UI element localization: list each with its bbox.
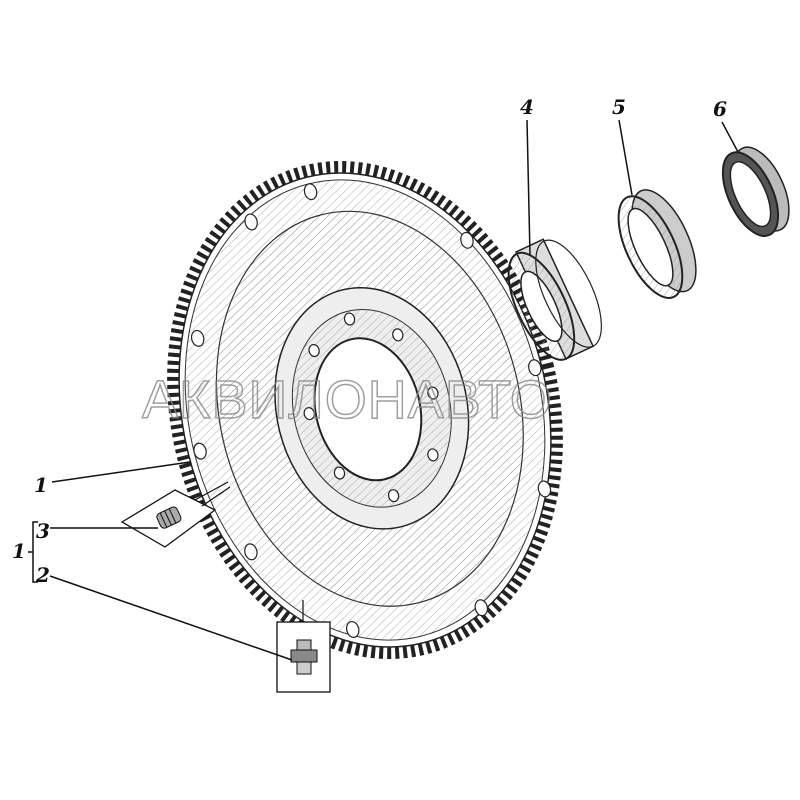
callout-6: 6	[713, 97, 727, 121]
callout-3: 3	[36, 519, 50, 543]
seal-part-6	[721, 146, 790, 237]
callout-1: 1	[34, 473, 48, 497]
leader-lines	[28, 119, 739, 661]
callout-2: 2	[35, 563, 50, 587]
callout-5: 5	[612, 95, 626, 119]
detail-grease-fitting	[276, 600, 331, 693]
callout-1-bracket: 1	[12, 539, 26, 563]
watermark: АКВИЛОНАВТО	[142, 370, 553, 430]
bolt-holes	[190, 183, 552, 638]
detail-plug	[120, 481, 231, 548]
callout-4: 4	[520, 95, 534, 119]
flywheel-gear	[167, 161, 563, 659]
retainer-part-5	[617, 189, 697, 299]
